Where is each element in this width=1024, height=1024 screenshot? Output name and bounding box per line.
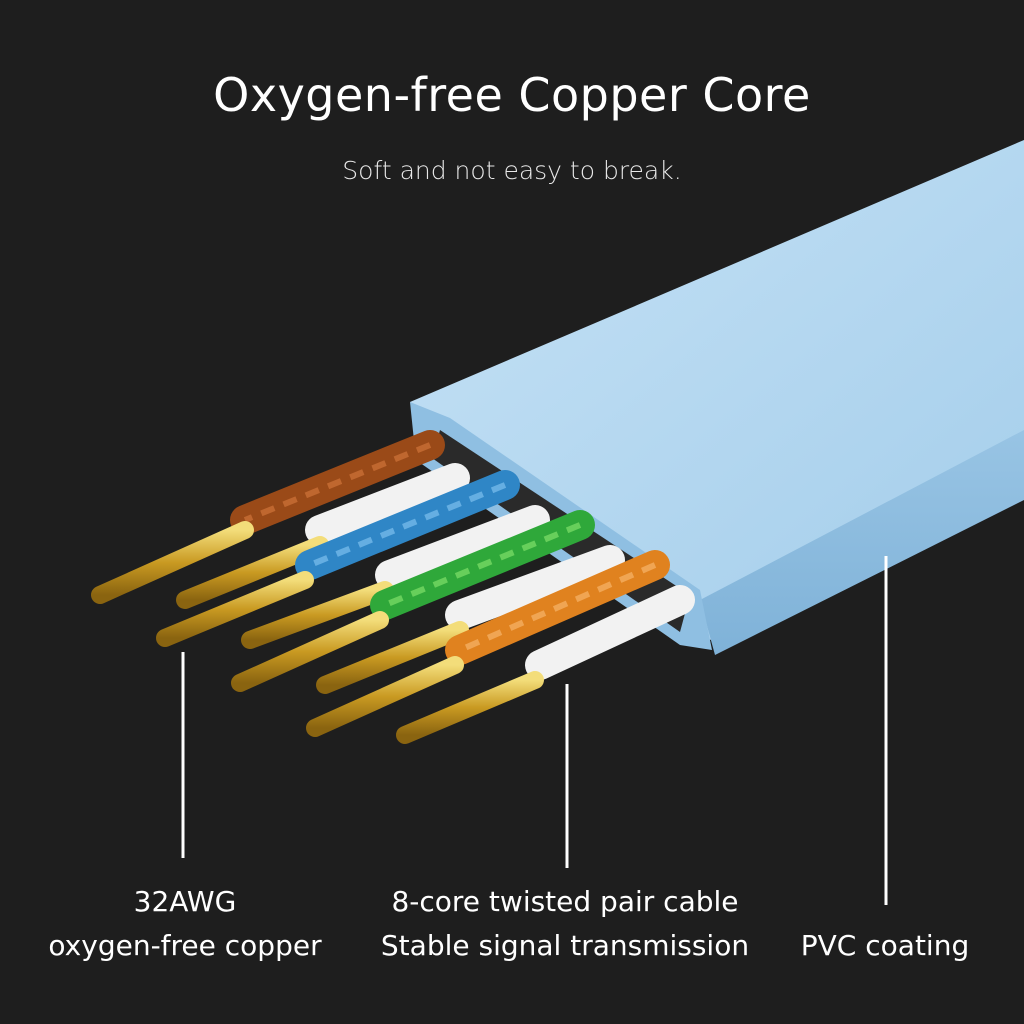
callout-twisted-pair: 8-core twisted pair cable Stable signal … (380, 880, 750, 968)
page-subtitle: Soft and not easy to break. (342, 156, 682, 185)
callout-copper-line1: 32AWG (133, 885, 237, 918)
callout-twisted-line2: Stable signal transmission (380, 929, 750, 962)
callout-pvc-line1: PVC coating (800, 929, 970, 962)
callout-copper-line2: oxygen-free copper (48, 929, 322, 962)
pair-green (231, 510, 625, 694)
pair-orange (306, 550, 695, 744)
page-title: Oxygen-free Copper Core (213, 68, 811, 122)
jacket-side-face (700, 430, 1024, 655)
callout-twisted-line1: 8-core twisted pair cable (391, 885, 739, 918)
callout-pvc: PVC coating (790, 924, 980, 968)
callout-copper: 32AWG oxygen-free copper (40, 880, 330, 968)
pair-blue (156, 470, 550, 649)
pair-brown (91, 430, 470, 609)
